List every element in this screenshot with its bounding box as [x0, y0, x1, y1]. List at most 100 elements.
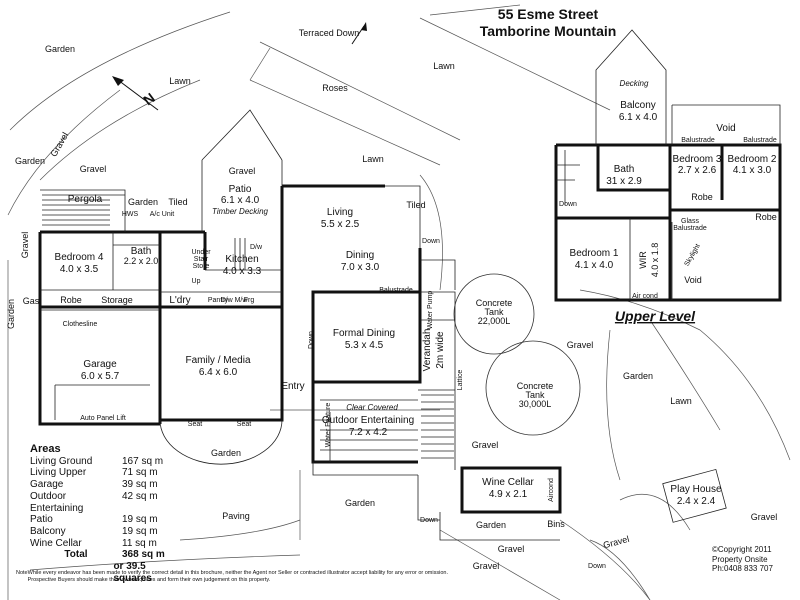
- upper-level-walls: [554, 29, 782, 302]
- bath-dim: 2.2 x 2.0: [124, 256, 159, 266]
- lawn-tl-label: Lawn: [169, 76, 191, 86]
- pergola-stripes: [42, 199, 454, 459]
- robe-label: Robe: [60, 295, 82, 305]
- company-phone: Ph:0408 833 707: [712, 564, 773, 573]
- gravel-left-label: Gravel: [48, 131, 70, 159]
- roses-label: Roses: [322, 83, 348, 93]
- dining-dim: 7.0 x 3.0: [341, 262, 380, 273]
- tank2-name: Concrete: [517, 381, 554, 391]
- areas-row: Living Upper 71 sq m: [30, 467, 180, 479]
- landscape-lines: [7, 4, 791, 600]
- robe3-label: Robe: [691, 192, 713, 202]
- upper-bath-dim: 31 x 2.9: [606, 176, 642, 187]
- upper-bath-name: Bath: [614, 164, 635, 175]
- verandah-name: Verandah: [422, 329, 433, 372]
- garage-name: Garage: [83, 359, 117, 370]
- garden-bay-label: Garden: [211, 448, 241, 458]
- garden-tl-label: Garden: [45, 44, 75, 54]
- bins-label: Bins: [547, 519, 565, 529]
- play-house-name: Play House: [670, 484, 722, 495]
- upper-level-label: Upper Level: [615, 308, 696, 324]
- play-house-outline: [662, 468, 727, 523]
- area-name: Wine Cellar: [30, 537, 82, 549]
- down-dining-label: Down: [422, 238, 440, 245]
- tank1-capacity: 22,000L: [478, 316, 511, 326]
- entry-label: Entry: [281, 381, 304, 392]
- upper-down-label: Down: [559, 201, 577, 208]
- clothesline-label: Clothesline: [63, 321, 98, 328]
- air-cond-label: Air cond: [632, 293, 658, 300]
- area-name: Living Upper: [30, 467, 87, 479]
- down-lower-label: Down: [420, 517, 438, 524]
- title-suburb: Tamborine Mountain: [480, 23, 617, 39]
- garage-dim: 6.0 x 5.7: [81, 371, 120, 382]
- bedroom3-name: Bedroom 3: [673, 154, 722, 165]
- copyright-block: ©Copyright 2011 Property Onsite Ph:0408 …: [712, 545, 773, 574]
- gravel-mid-label: Gravel: [472, 440, 499, 450]
- terraced-arrow-icon: [361, 22, 367, 31]
- hws-label: HWS: [122, 211, 139, 218]
- balcony-dim: 6.1 x 4.0: [619, 112, 658, 123]
- storage-label: Storage: [101, 295, 133, 305]
- area-value: 71 sq m: [122, 467, 158, 479]
- lawn-top-label: Lawn: [433, 61, 455, 71]
- area-name: Balcony: [30, 525, 66, 537]
- bedroom3-dim: 2.7 x 2.6: [678, 165, 717, 176]
- area-value: 42 sq m: [122, 490, 158, 502]
- wir-dim: 4.0 x 1.8: [650, 243, 660, 278]
- ac-unit-label: A/c Unit: [150, 211, 175, 218]
- areas-row: Wine Cellar 11 sq m: [30, 538, 180, 550]
- bedroom1-name: Bedroom 1: [570, 248, 619, 259]
- up-label: Up: [192, 278, 201, 285]
- areas-squares: or 39.5 squares: [113, 561, 152, 584]
- family-dim: 6.4 x 6.0: [199, 367, 238, 378]
- outdoor-dim: 7.2 x 4.2: [349, 427, 388, 438]
- void-bottom-label: Void: [684, 275, 702, 285]
- glass-label: Glass: [681, 218, 699, 225]
- living-name: Living: [327, 207, 353, 218]
- bedroom4-dim: 4.0 x 3.5: [60, 264, 99, 275]
- tank2-type: Tank: [525, 390, 545, 400]
- gravel-bottom-mid-label: Gravel: [473, 561, 500, 571]
- area-value: 11 sq m: [122, 537, 157, 549]
- kitchen-name: Kitchen: [225, 254, 258, 265]
- gas-label: Gas: [23, 296, 40, 306]
- area-value: 19 sq m: [122, 525, 158, 537]
- seat-left-label: Seat: [188, 421, 202, 428]
- water-pump-label: Water Pump: [427, 291, 434, 330]
- tiled-left-label: Tiled: [168, 197, 187, 207]
- areas-squares-row: or 39.5 squares: [30, 561, 180, 584]
- kitchen-dim: 4.0 x 3.3: [223, 266, 262, 277]
- auto-panel-lift-label: Auto Panel Lift: [80, 415, 126, 422]
- tank2-capacity: 30,000L: [519, 399, 552, 409]
- gravel-far-label: Gravel: [751, 512, 778, 522]
- gravel-br-label: Gravel: [602, 534, 630, 551]
- patio-name: Patio: [229, 184, 252, 195]
- formal-dining-name: Formal Dining: [333, 328, 395, 339]
- living-dim: 5.5 x 2.5: [321, 219, 360, 230]
- garden-bottom-label: Garden: [345, 498, 375, 508]
- north-arrow-icon: N: [112, 76, 159, 111]
- area-name: Garage: [30, 479, 64, 491]
- concrete-tank-large: [485, 340, 581, 436]
- frg-label: Frg: [244, 297, 255, 304]
- water-feature-label: Water Feature: [325, 403, 332, 448]
- area-value: 167 sq m: [122, 455, 164, 467]
- dw-mw-label: D/w M/w: [221, 297, 249, 304]
- bedroom2-dim: 4.1 x 3.0: [733, 165, 772, 176]
- wine-cellar-dim: 4.9 x 2.1: [489, 489, 528, 500]
- under-stair-3: Store: [193, 263, 210, 270]
- verandah-width: 2m wide: [435, 331, 446, 369]
- garden-side-label: Garden: [6, 299, 16, 329]
- laundry-label: L'dry: [169, 295, 190, 306]
- balcony-name: Balcony: [620, 100, 656, 111]
- tiled-right-label: Tiled: [406, 200, 425, 210]
- void-top-label: Void: [716, 123, 735, 134]
- aircond-cellar-label: Aircond: [548, 478, 555, 502]
- wir-name: WIR: [638, 251, 648, 269]
- lawn-right-label: Lawn: [670, 396, 692, 406]
- paving-label: Paving: [222, 511, 250, 521]
